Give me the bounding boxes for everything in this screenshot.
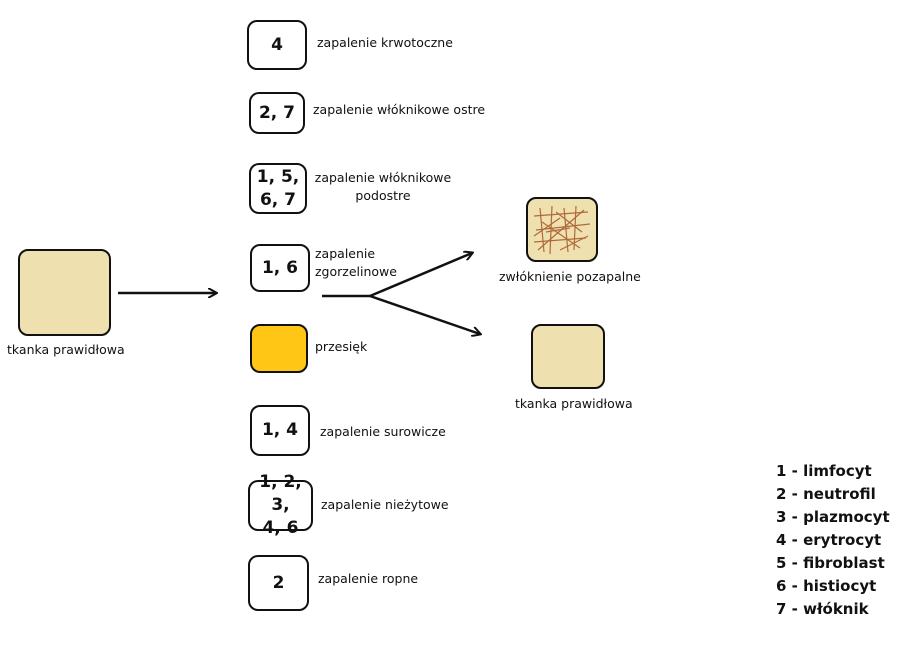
fibrosis-label: zwłóknienie pozapalne	[499, 269, 641, 284]
cell-list: 2, 7	[258, 102, 296, 123]
type-label-transudate: przesięk	[315, 339, 368, 354]
cell-list: 4	[271, 34, 283, 55]
type-box-serous: 1, 4	[250, 405, 310, 456]
arrow-to-fibrosis	[369, 253, 472, 298]
type-box-hemorrhagic: 4	[247, 20, 307, 70]
fibers-icon	[533, 205, 591, 254]
type-label-serous: zapalenie surowicze	[320, 424, 446, 439]
type-box-gangrenous: 1, 6	[250, 244, 310, 292]
healed-tissue-box	[531, 324, 605, 389]
arrow-to-healing	[369, 294, 480, 334]
type-label-fibrinous-acute: zapalenie włóknikowe ostre	[313, 102, 486, 117]
cell-list: 1, 6	[261, 257, 299, 278]
type-box-transudate	[250, 324, 308, 373]
fibrosis-box	[526, 197, 598, 262]
cell-legend: 1 - limfocyt 2 - neutrofil 3 - plazmocyt…	[776, 460, 890, 621]
legend-item: 1 - limfocyt	[776, 462, 872, 480]
type-box-catarrhal: 1, 2, 3, 4, 6	[248, 472, 313, 538]
cell-list: 1, 5, 6, 7	[256, 166, 300, 210]
type-label-catarrhal: zapalenie nieżytowe	[321, 497, 449, 512]
type-label-purulent: zapalenie ropne	[318, 571, 419, 586]
type-box-fibrinous-subacute: 1, 5, 6, 7	[249, 163, 307, 214]
legend-item: 5 - fibroblast	[776, 554, 885, 572]
healed-tissue-label: tkanka prawidłowa	[515, 396, 633, 411]
legend-item: 4 - erytrocyt	[776, 531, 882, 549]
cell-list: 1, 2, 3, 4, 6	[259, 472, 302, 538]
type-label-hemorrhagic: zapalenie krwotoczne	[317, 35, 453, 50]
cell-list: 1, 4	[261, 420, 299, 440]
type-box-fibrinous-acute: 2, 7	[249, 92, 305, 134]
type-label-gangrenous: zapalenie zgorzelinowe	[315, 246, 397, 279]
legend-item: 7 - włóknik	[776, 600, 869, 618]
normal-tissue-label: tkanka prawidłowa	[7, 342, 125, 357]
legend-item: 2 - neutrofil	[776, 485, 876, 503]
type-label-fibrinous-subacute: zapalenie włóknikowe podostre	[314, 170, 452, 203]
cell-list: 2	[272, 572, 285, 593]
legend-item: 6 - histiocyt	[776, 577, 877, 595]
legend-item: 3 - plazmocyt	[776, 508, 890, 526]
type-box-purulent: 2	[248, 555, 309, 611]
normal-tissue-box	[18, 249, 111, 336]
